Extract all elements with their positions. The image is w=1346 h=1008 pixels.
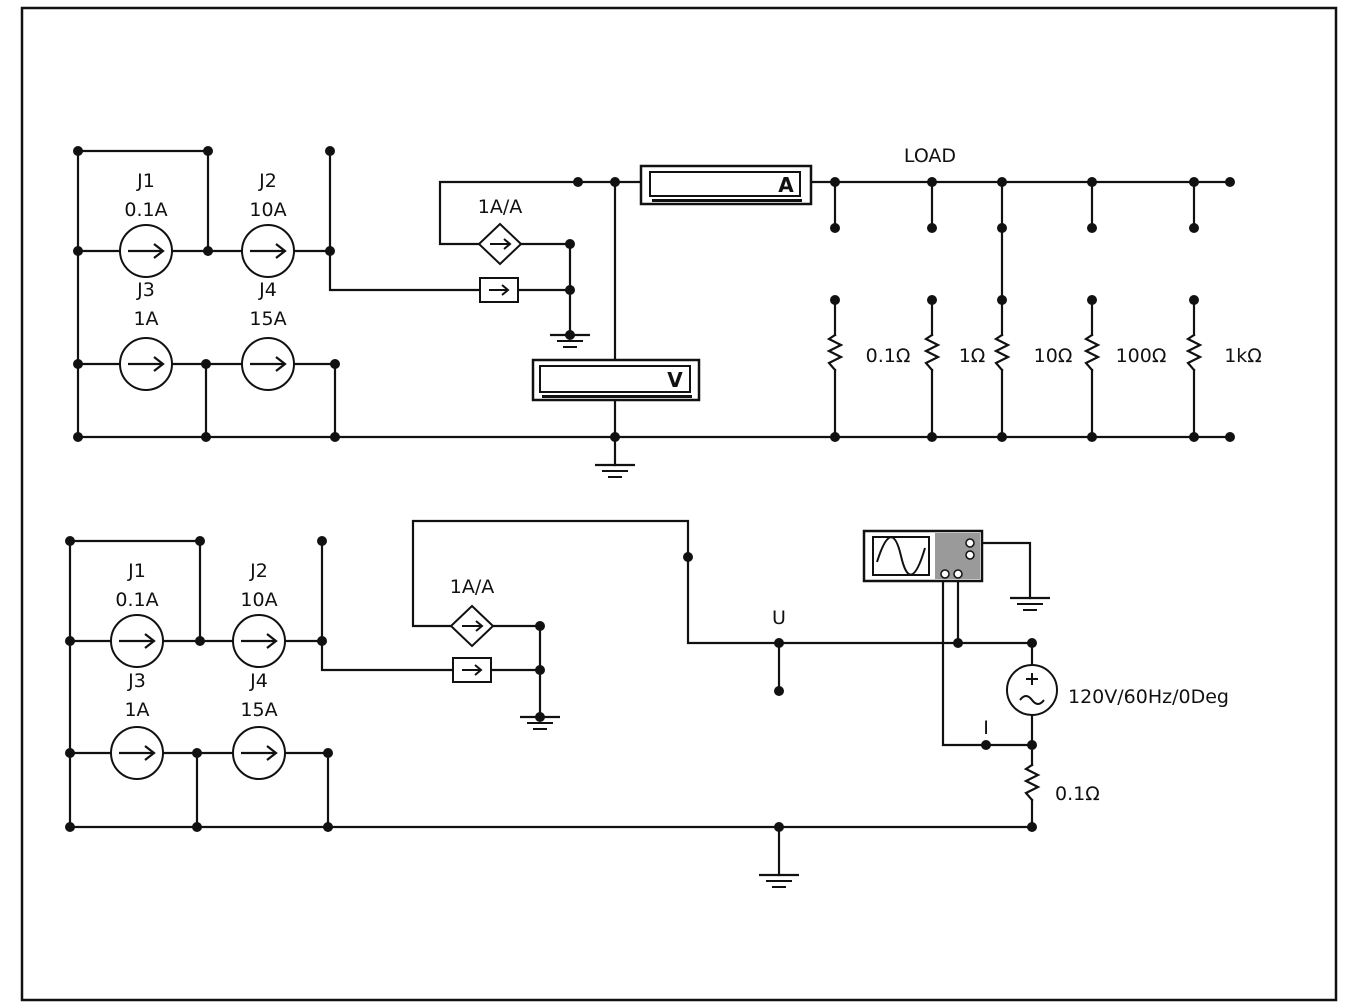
ccs-gain-label: 1A/A	[450, 576, 495, 598]
current-source-j4	[232, 726, 286, 780]
ammeter-label: A	[778, 173, 794, 197]
current-source-j1	[119, 224, 173, 278]
current-sensor-box	[452, 657, 492, 683]
bottom-circuit: J1 0.1A J2 10A J3 1A J4 15A 1A/A U I 120…	[65, 519, 1229, 889]
current-source-j2	[232, 614, 286, 668]
current-source-j1	[110, 614, 164, 668]
j3-name: J3	[127, 670, 146, 692]
ground-symbol	[593, 463, 637, 479]
resistor-label-1: 1Ω	[959, 345, 986, 367]
load-label: LOAD	[904, 145, 956, 167]
j3-name: J3	[136, 279, 155, 301]
j2-name: J2	[258, 170, 277, 192]
resistor-label-4: 1kΩ	[1224, 345, 1262, 367]
ccs-gain-label: 1A/A	[478, 196, 523, 218]
current-source-j2	[241, 224, 295, 278]
j2-value: 10A	[249, 199, 286, 221]
j3-value: 1A	[124, 699, 149, 721]
controlled-source-diamond	[477, 222, 523, 266]
current-source-j4	[241, 337, 295, 391]
resistor-label-3: 100Ω	[1116, 345, 1167, 367]
controlled-source-diamond	[449, 604, 495, 648]
resistor-label-0: 0.1Ω	[866, 345, 911, 367]
u-node-label: U	[772, 607, 786, 629]
j1-name: J1	[127, 560, 146, 582]
voltmeter-label: V	[667, 368, 683, 392]
top-circuit: A V J1 0.1A J2 10A J3 1A J4 15A 1A/A LOA…	[73, 145, 1262, 479]
current-source-j3	[119, 337, 173, 391]
current-source-j3	[110, 726, 164, 780]
j3-value: 1A	[133, 308, 158, 330]
j4-name: J4	[258, 279, 277, 301]
j4-value: 15A	[240, 699, 277, 721]
j1-value: 0.1A	[124, 199, 167, 221]
resistor-label-2: 10Ω	[1034, 345, 1073, 367]
i-node-label: I	[983, 717, 989, 739]
j1-value: 0.1A	[115, 589, 158, 611]
j2-name: J2	[249, 560, 268, 582]
j2-value: 10A	[240, 589, 277, 611]
oscilloscope	[862, 529, 984, 583]
ground-symbol	[1008, 596, 1052, 612]
j1-name: J1	[136, 170, 155, 192]
ground-symbol	[757, 873, 801, 889]
current-sensor-box	[479, 277, 519, 303]
ac-source-label: 120V/60Hz/0Deg	[1068, 686, 1229, 708]
voltmeter: V	[531, 358, 701, 402]
ammeter: A	[639, 164, 813, 206]
shunt-resistor-label: 0.1Ω	[1055, 783, 1100, 805]
figure-frame	[20, 6, 1338, 1002]
j4-value: 15A	[249, 308, 286, 330]
j4-name: J4	[249, 670, 268, 692]
ac-voltage-source	[1006, 664, 1058, 716]
